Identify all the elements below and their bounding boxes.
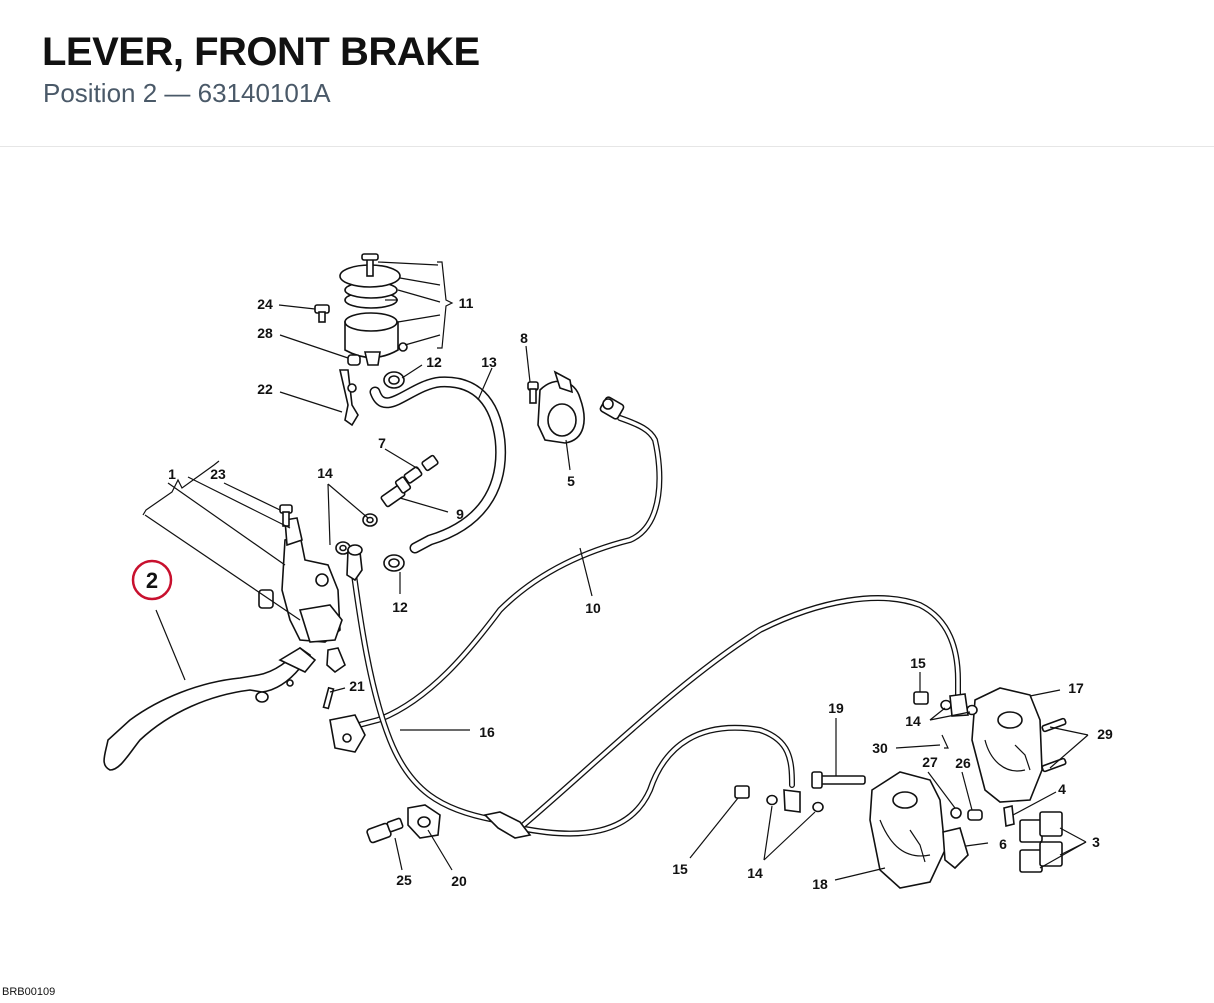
junction-fitting <box>483 811 532 839</box>
page-title: LEVER, FRONT BRAKE <box>42 30 480 74</box>
label-8: 8 <box>520 330 528 346</box>
label-24: 24 <box>257 296 273 312</box>
banjo-bolt-15-lower <box>734 785 824 813</box>
label-3: 3 <box>1092 834 1100 850</box>
label-5: 5 <box>567 473 575 489</box>
bolt-19 <box>811 771 866 789</box>
plate-4 <box>1003 805 1015 827</box>
label-27: 27 <box>922 754 938 770</box>
page-header: LEVER, FRONT BRAKE Position 2 — 63140101… <box>0 0 1214 147</box>
brake-fluid-reservoir <box>339 253 408 366</box>
label-14-top: 14 <box>317 465 333 481</box>
screw-25 <box>366 817 404 844</box>
parts-diagram-drawing: 2 1 23 24 28 22 11 12 12 13 8 5 7 14 9 1… <box>103 253 1113 892</box>
label-7: 7 <box>378 435 386 451</box>
label-6: 6 <box>999 836 1007 852</box>
label-25: 25 <box>396 872 412 888</box>
highlight-label: 2 <box>146 568 158 593</box>
label-18: 18 <box>812 876 828 892</box>
bracket-22 <box>338 369 359 427</box>
banjo-fitting <box>346 544 363 582</box>
caliper-18 <box>869 771 946 889</box>
banjo-fitting-10 <box>599 396 625 420</box>
reservoir-hose <box>369 376 507 554</box>
label-22: 22 <box>257 381 273 397</box>
label-4: 4 <box>1058 781 1066 797</box>
label-20: 20 <box>451 873 467 889</box>
clip-30 <box>941 734 949 749</box>
label-23: 23 <box>210 466 226 482</box>
pad-6 <box>942 827 969 870</box>
screw-8 <box>527 381 539 404</box>
brake-lever-2 <box>103 646 317 771</box>
grommet-28 <box>347 354 361 366</box>
bracket-20 <box>407 804 441 839</box>
highlight-circle <box>131 559 173 601</box>
label-10: 10 <box>585 600 601 616</box>
label-26: 26 <box>955 755 971 771</box>
pin-26 <box>967 809 983 821</box>
brake-switch <box>329 714 366 753</box>
leader-lines <box>142 261 1089 881</box>
hose-clamp-12-lower <box>383 554 405 572</box>
label-12-lower: 12 <box>392 599 408 615</box>
handlebar-clamp-5 <box>537 370 585 444</box>
parts-diagram: 2 1 23 24 28 22 11 12 12 13 8 5 7 14 9 1… <box>0 147 1214 1003</box>
label-1: 1 <box>168 466 176 482</box>
label-16: 16 <box>479 724 495 740</box>
screw-24 <box>314 304 330 323</box>
label-9: 9 <box>456 506 464 522</box>
label-14-lower: 14 <box>747 865 763 881</box>
pin-21 <box>322 686 335 710</box>
label-30: 30 <box>872 740 888 756</box>
master-cylinder-1 <box>281 517 346 674</box>
bleeder-7 <box>403 454 439 484</box>
hose-clamp-12-upper <box>383 371 405 389</box>
drawing-code: BRB00109 <box>2 986 56 998</box>
label-12-upper: 12 <box>426 354 442 370</box>
label-11: 11 <box>459 295 474 311</box>
label-19: 19 <box>828 700 844 716</box>
spring-27 <box>950 807 962 819</box>
label-13: 13 <box>481 354 497 370</box>
label-28: 28 <box>257 325 273 341</box>
caliper-17 <box>971 687 1043 803</box>
page-subtitle: Position 2 — 63140101A <box>43 78 331 108</box>
label-15-upper: 15 <box>910 655 926 671</box>
pads-3 <box>1019 811 1063 873</box>
label-15-lower: 15 <box>672 861 688 877</box>
label-29: 29 <box>1097 726 1113 742</box>
pin <box>258 589 274 609</box>
label-17: 17 <box>1068 680 1084 696</box>
label-14-upper: 14 <box>905 713 921 729</box>
label-21: 21 <box>349 678 365 694</box>
banjo-bolt-9 <box>380 476 412 508</box>
banjo-bolt-15-upper <box>913 691 978 717</box>
